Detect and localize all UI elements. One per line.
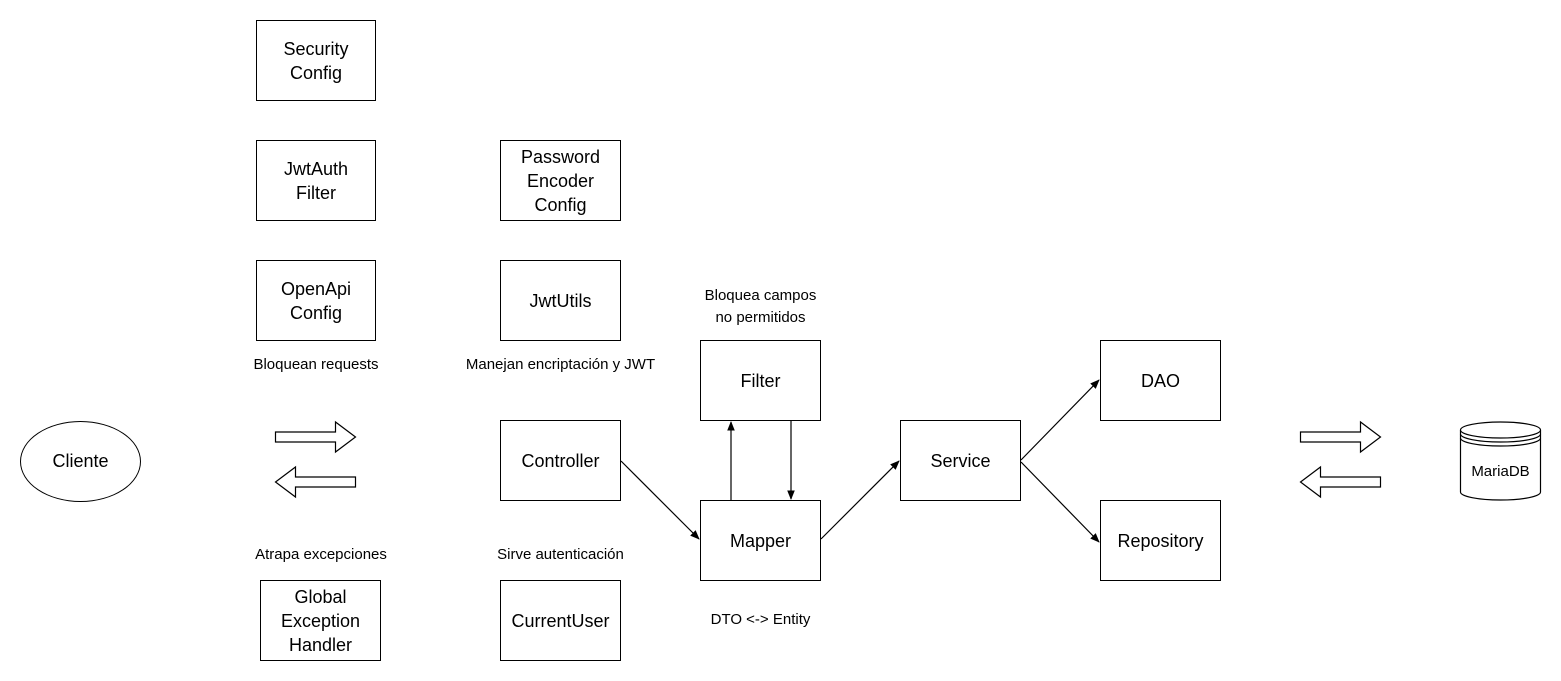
db-arrow-right	[1299, 420, 1382, 454]
edge-controller-mapper	[620, 460, 700, 540]
database-icon	[1459, 421, 1542, 501]
cliente-label: Cliente	[52, 451, 109, 471]
edge-service-dao	[1020, 379, 1100, 461]
current-user-box: CurrentUser	[500, 580, 621, 661]
note-sirve-autenticacion: Sirve autenticación	[497, 546, 624, 563]
edge-mapper-service	[820, 460, 900, 540]
mapper-box: Mapper	[700, 500, 821, 581]
security-config-box: Security Config	[256, 20, 376, 101]
response-arrow-left	[274, 465, 357, 499]
mariadb-label: MariaDB	[1471, 463, 1530, 480]
openapi-config-box: OpenApi Config	[256, 260, 376, 341]
db-arrow-left	[1299, 465, 1382, 499]
note-bloquea-campos: Bloquea campos no permitidos	[704, 287, 817, 326]
note-dto-entity: DTO <-> Entity	[710, 611, 811, 628]
dao-box: DAO	[1100, 340, 1221, 421]
global-exception-handler-box: Global Exception Handler	[260, 580, 381, 661]
request-arrow-right	[274, 420, 357, 454]
note-manejan-jwt: Manejan encriptación y JWT	[465, 356, 656, 373]
jwt-auth-filter-box: JwtAuth Filter	[256, 140, 376, 221]
jwt-utils-box: JwtUtils	[500, 260, 621, 341]
repository-box: Repository	[1100, 500, 1221, 581]
edge-service-repository	[1020, 461, 1100, 543]
note-atrapa-excepciones: Atrapa excepciones	[255, 546, 387, 563]
cliente-node: Cliente	[20, 421, 141, 502]
service-box: Service	[900, 420, 1021, 501]
controller-box: Controller	[500, 420, 621, 501]
password-encoder-config-box: Password Encoder Config	[500, 140, 621, 221]
filter-box: Filter	[700, 340, 821, 421]
note-bloquean-requests: Bloquean requests	[253, 356, 379, 373]
